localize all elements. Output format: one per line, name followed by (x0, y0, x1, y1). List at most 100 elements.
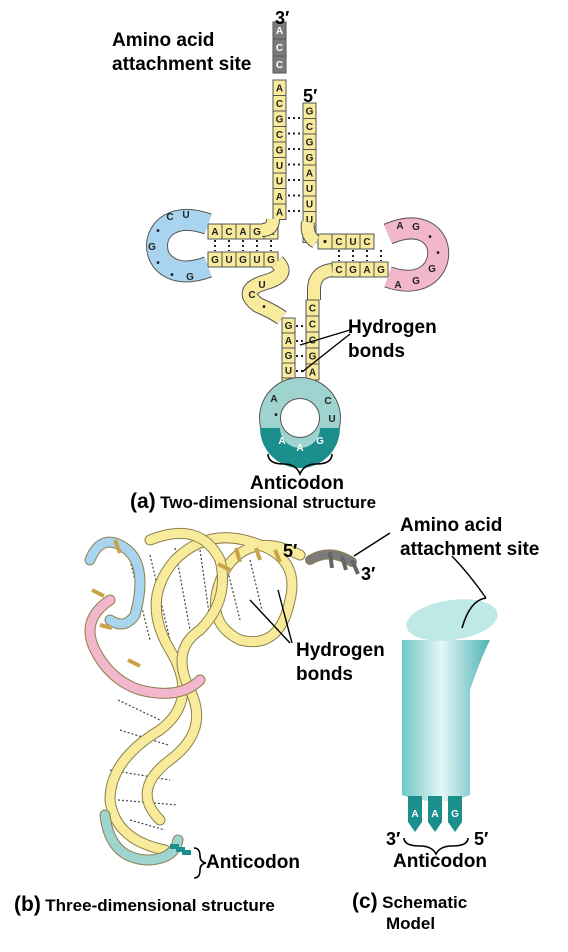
d-arm-bottom-base-1: U (221, 251, 237, 268)
panel-b-hbond-6 (117, 699, 161, 721)
acceptor-left-base-2: G (272, 110, 287, 127)
panel-a-caption-text: Two-dimensional structure (160, 493, 377, 512)
panel-c-caption-letter: (c) (352, 890, 378, 913)
panel-c-cylinder-body (402, 640, 490, 802)
panel-c-anticodon-letter-2: G (451, 809, 459, 820)
panel-c-cylinder-edge (406, 590, 498, 640)
panel-b-hbond-5 (249, 559, 263, 611)
t-arm-bottom-base-2-letter: A (363, 265, 370, 276)
d-loop-base-1: C (166, 212, 173, 223)
panel-b-main-strand-outline (104, 532, 306, 856)
panel-b-hbond-4 (224, 559, 241, 621)
panel-b-caption: (b) Three-dimensional structure (14, 893, 275, 917)
acceptor-left-base-6: U (272, 172, 287, 189)
panel-b-base-stub-5 (91, 588, 105, 598)
acceptor-tail-base-1: C (272, 38, 287, 57)
d-arm-bottom-base-4-letter: G (267, 255, 275, 266)
t-loop-base-0: A (396, 221, 403, 232)
panel-c-caption-line2: Model (386, 914, 435, 934)
panel-b-second-strand (142, 528, 227, 825)
panel-b-hbond-0 (129, 559, 151, 641)
panel-c-cylinder-top (406, 599, 498, 641)
t-arm-top-base-3: C (359, 233, 375, 250)
acceptor-left-base-6-letter: U (276, 176, 283, 187)
panel-b-base-stub-3 (217, 562, 231, 572)
panel-b-base-stub-1 (254, 547, 262, 561)
panel-c-5prime-end: 5′ (474, 829, 489, 849)
anticodon-stem-right-base-1-letter: C (309, 320, 316, 331)
panel-b-base-stub-6 (99, 623, 113, 630)
panel-b-hbond-1 (149, 554, 171, 641)
panel-b-hbond-2 (174, 547, 191, 631)
acceptor-left-base-5: U (272, 157, 287, 174)
panel-b-hbond-10 (129, 819, 166, 831)
panel-b-anticodon-base-2 (182, 850, 191, 855)
panel-b-attach-pointer (353, 532, 391, 557)
acceptor-left-base-4: G (272, 141, 287, 158)
t-arm-bottom-base-0: C (331, 261, 347, 278)
anticodon-stem-left-base-3-letter: U (285, 366, 292, 377)
panel-b-base-stub-0 (234, 547, 242, 563)
t-arm-top-base-0 (317, 233, 333, 250)
panel-a-hbond-pointer-1 (299, 329, 351, 346)
t-loop-base-4: G (428, 264, 436, 275)
panel-c-anticodon-base-0 (408, 796, 422, 832)
t-arm-bottom-base-0-letter: C (335, 265, 342, 276)
d-arm-bottom-base-3-letter: U (253, 255, 260, 266)
acceptor-tail-base-1-letter: C (276, 43, 283, 54)
anticodon-stem-left-base-1: A (281, 332, 296, 349)
acceptor-right-base-2: G (302, 133, 317, 150)
acceptor-tail-base-2: C (272, 55, 287, 74)
panel-b-caption-letter: (b) (14, 893, 41, 916)
anticodon-stem-left-base-2: G (281, 347, 296, 364)
t-arm-bottom-base-3-letter: G (377, 265, 385, 276)
acceptor-left-base-8-letter: A (276, 207, 283, 218)
anticodon-stem-right-base-3: G (305, 347, 320, 365)
panel-c-attach-pointer (451, 555, 487, 599)
anticodon-stem-right-base-0: C (305, 299, 320, 317)
panel-b-5prime-end: 5′ (283, 541, 298, 561)
anticodon-stem-right-base-1: C (305, 315, 320, 333)
d-arm-bottom-base-1-letter: U (225, 255, 232, 266)
acceptor-right-base-7-letter: U (306, 215, 313, 226)
t-arm-top-base-3-letter: C (363, 237, 370, 248)
panel-b-acceptor-tail (306, 550, 356, 566)
panel-c-caption: (c) Schematic (352, 890, 467, 914)
panel-c-caption-text-line2: Model (386, 914, 436, 933)
panel-b-d-loop (85, 537, 145, 629)
t-loop-base-6: A (394, 280, 401, 291)
panel-b-hbond-pointer-1 (249, 599, 291, 644)
acceptor-right-base-1-letter: C (306, 122, 313, 133)
acceptor-left-base-1-letter: C (276, 99, 283, 110)
d-arm-bottom-base-3: U (249, 251, 265, 268)
t-loop-base-3: • (436, 248, 440, 259)
acceptor-left-base-7-letter: A (276, 192, 283, 203)
acceptor-left-base-3: C (272, 126, 287, 143)
panel-c-attach-label-line1: Amino acid (400, 515, 503, 536)
d-arm-bottom-base-2-letter: G (239, 255, 247, 266)
acceptor-right-base-4-letter: A (306, 168, 313, 179)
d-arm-top-base-0-letter: A (211, 227, 218, 238)
anticodon-base-0: A (278, 436, 285, 447)
anticodon-loop-base-0: A (270, 394, 277, 405)
panel-b-anticodon-base-0 (170, 844, 179, 849)
t-arm-bottom-base-3: G (373, 261, 389, 278)
d-arm-top-base-0: A (207, 223, 223, 240)
panel-b-hbond-7 (119, 729, 169, 746)
d-arm-bottom-base-4: G (263, 251, 279, 268)
t-arm-bottom-base-1: G (345, 261, 361, 278)
d-arm-top-base-3: G (249, 223, 265, 240)
t-arm-bottom-base-3-box (373, 261, 389, 278)
anticodon-base-1: A (296, 443, 303, 454)
panel-c-caption-text-line1: Schematic (382, 893, 468, 912)
acceptor-left-base-0: A (272, 79, 287, 96)
panel-c-attach-label-line2: attachment site (400, 539, 540, 560)
acceptor-tail-base-2-letter: C (276, 60, 283, 71)
t-arm-top-base-0-dot (323, 239, 327, 244)
acceptor-right-base-3-letter: G (306, 153, 314, 164)
t-arm-top-base-1: C (331, 233, 347, 250)
d-arm-top-base-1: C (221, 223, 237, 240)
anticodon-stem-right-base-0-letter: C (309, 304, 316, 315)
anticodon-loop-base-3: • (274, 410, 278, 421)
panel-b-anticodon-loop-outline (99, 809, 184, 866)
